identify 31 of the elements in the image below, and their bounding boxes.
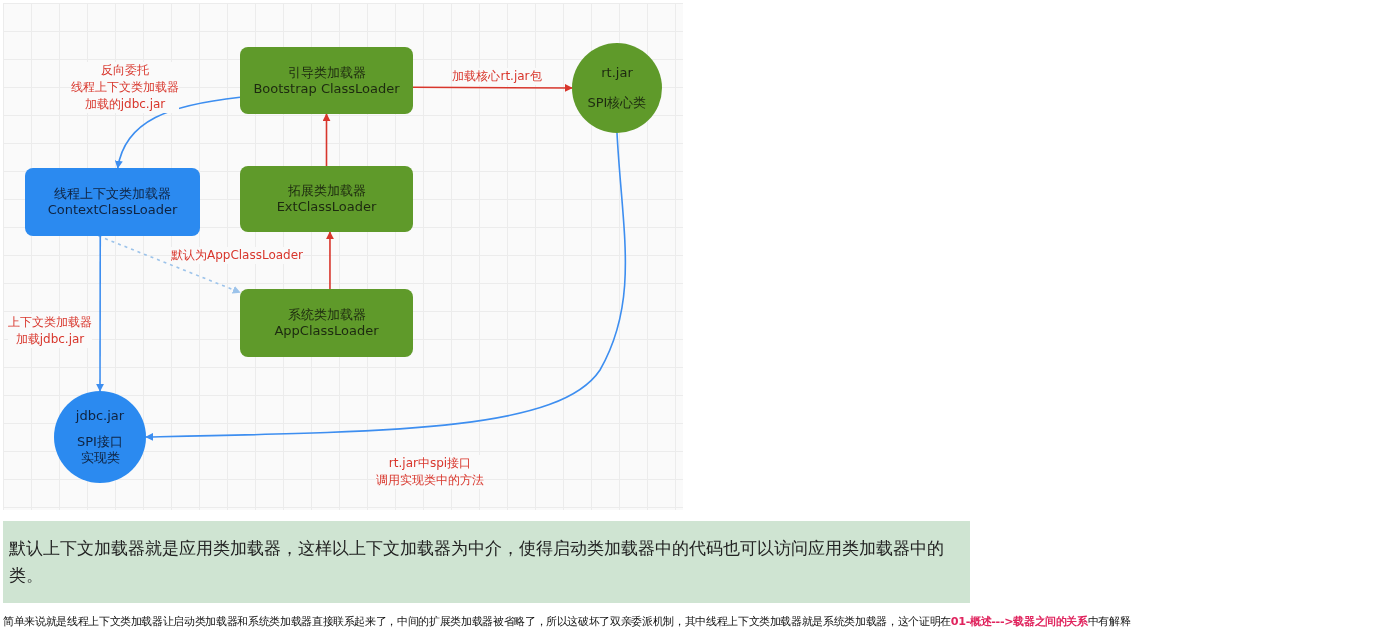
- process-box: [240, 47, 413, 114]
- arrow: [325, 231, 334, 290]
- node-label: 引导类加载器: [287, 64, 366, 81]
- edge-label: 默认为AppClassLoader: [170, 247, 304, 264]
- arrow: [412, 83, 573, 92]
- link: 01-概述--->载器之间的关系: [950, 615, 1088, 628]
- node-label: SPI接口实现类: [77, 434, 123, 466]
- arrow: [145, 132, 627, 441]
- node-label: rt.jar: [601, 65, 633, 81]
- arrow: [115, 96, 241, 169]
- arrow: [322, 113, 331, 167]
- edge-label: 上下文类加载器加载jdbc.jar: [8, 314, 92, 348]
- node-label: Bootstrap ClassLoader: [253, 80, 400, 97]
- node-label: 线程上下文类加载器: [54, 186, 171, 202]
- node-label: AppClassLoader: [274, 323, 379, 339]
- process-box: [240, 289, 413, 357]
- node-label: ContextClassLoader: [47, 202, 178, 218]
- edge-label: 加载核心rt.jar包: [452, 68, 542, 85]
- edge-label: 反向委托线程上下文类加载器加载的jdbc.jar: [71, 62, 179, 113]
- node-label: 拓展类加载器: [287, 183, 366, 199]
- node-label: ExtClassLoader: [276, 199, 377, 215]
- paragraph: 简单来说就是线程上下文类加载器让启动类加载器和系统类加载器直接联系起来了，中间的扩展类加载器被省略了，所以这破坏了双亲委派机制，其中线程上下文类加载器就是系统类加载器，这个证明在01-概述--->载器之间的关系中有解释: [3, 614, 1132, 630]
- process-box: [25, 168, 200, 236]
- node-label: 系统类加载器: [287, 307, 366, 323]
- process-box: [240, 166, 413, 232]
- node-label: jdbc.jar: [75, 408, 125, 424]
- dotted-arrow: [97, 235, 241, 294]
- edge-label: rt.jar中spi接口调用实现类中的方法: [376, 455, 484, 489]
- node-label: SPI核心类: [587, 95, 647, 111]
- arrow: [96, 235, 104, 392]
- note-box: 默认上下文加载器就是应用类加载器，这样以上下文加载器为中介，使得启动类加载器中的代码也可以访问应用类加载器中的类。: [3, 521, 970, 603]
